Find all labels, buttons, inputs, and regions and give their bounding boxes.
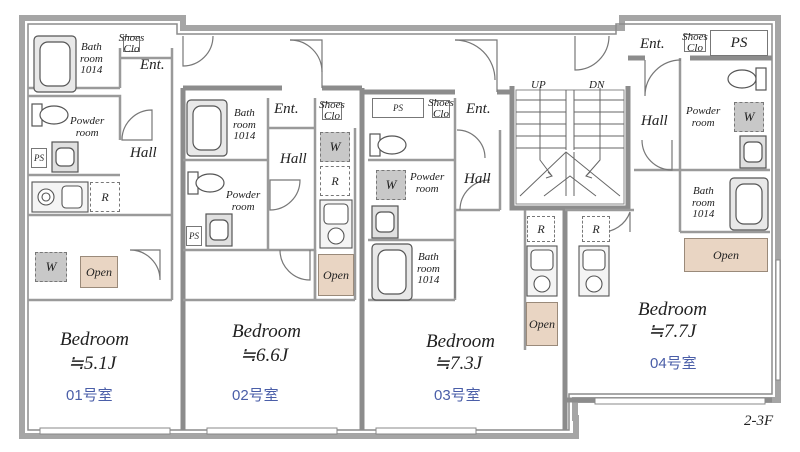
hall-label-03: Hall (464, 171, 491, 187)
stairs-down-label: DN (589, 79, 605, 91)
kitchens (31, 181, 610, 297)
shoes-closet-03: Shoes Clo (428, 98, 454, 120)
powder-room-label-line: room (691, 116, 715, 129)
bathroom-label-line: Bath (418, 251, 439, 263)
pipe-space-03: PS (372, 98, 424, 118)
powder-room-label-line: room (231, 200, 255, 213)
entrance-label-02: Ent. (274, 101, 299, 117)
powder-room-label-line: Powder (226, 189, 261, 201)
fridge-space-01: R (90, 182, 120, 212)
shoes-closet-label: Shoes (319, 99, 345, 111)
bathroom-label-line: room (233, 118, 256, 131)
staircase (515, 88, 625, 205)
bathroom-label-line: room (80, 52, 103, 65)
washer-space-04: W (734, 102, 764, 132)
shoes-closet-label: Clo (123, 43, 140, 55)
fridge-space-03: R (527, 216, 555, 242)
unit-label-02: 02号室 (232, 387, 279, 404)
pipe-space-01: PS (31, 148, 47, 168)
bedroom-label-02: Bedroom (232, 321, 301, 342)
shoes-closet-label: Shoes (118, 32, 145, 44)
bedroom-label-01: Bedroom (60, 329, 129, 350)
powder-room-label-02: Powder room (226, 189, 261, 213)
hall-label-02: Hall (280, 151, 307, 167)
powder-room-label-03: Powder room (410, 171, 445, 195)
open-closet-03: Open (526, 302, 558, 346)
unit-label-03: 03号室 (434, 387, 481, 404)
bedroom-size-02: ≒6.6J (240, 345, 289, 366)
powder-room-label-line: Powder (70, 115, 105, 127)
bathroom-label-line: 1014 (692, 208, 715, 221)
bathroom-label-line: room (692, 196, 715, 209)
floor-label: 2-3F (744, 413, 774, 429)
stairs-up-label: UP (531, 79, 546, 91)
washer-space-01: W (35, 252, 67, 282)
pipe-space-04: PS (710, 30, 768, 56)
open-closet-04: Open (684, 238, 768, 272)
bathtubs (33, 35, 769, 301)
bedroom-label-03: Bedroom (426, 331, 495, 352)
powder-room-label-line: Powder (686, 105, 721, 117)
powder-room-label-line: room (415, 182, 439, 195)
powder-room-label-line: room (75, 126, 99, 139)
bathroom-label-04: Bath room 1014 (692, 185, 715, 221)
bedroom-label-04: Bedroom (638, 299, 707, 320)
fridge-space-04: R (582, 216, 610, 242)
door-swings (121, 35, 682, 298)
bathroom-label-line: 1014 (417, 274, 440, 287)
bathroom-label-line: Bath (81, 41, 102, 53)
sinks (51, 135, 767, 247)
pipe-space-02: PS (186, 226, 202, 246)
shoes-closet-04: Shoes Clo (682, 31, 708, 54)
bathroom-label-line: room (417, 262, 440, 275)
windows (39, 259, 781, 435)
open-closet-02: Open (318, 254, 354, 296)
shoes-closet-label: Shoes (682, 31, 708, 43)
fridge-space-02: R (320, 166, 350, 196)
bathroom-label-line: 1014 (80, 64, 103, 77)
bedroom-size-04: ≒7.7J (648, 321, 697, 342)
toilets (31, 67, 767, 195)
washer-space-02: W (320, 132, 350, 162)
bedroom-size-01: ≒5.1J (68, 353, 117, 374)
bathroom-label-02: Bath room 1014 (233, 107, 256, 143)
washer-space-03: W (376, 170, 406, 200)
bathroom-label-line: Bath (693, 185, 714, 197)
shoes-closet-label: Clo (324, 110, 340, 122)
shoes-closet-label: Clo (433, 108, 449, 120)
open-closet-01: Open (80, 256, 118, 288)
bathroom-label-line: Bath (234, 107, 255, 119)
shoes-closet-02: Shoes Clo (319, 99, 345, 122)
shoes-closet-01: Shoes Clo (119, 33, 145, 55)
exterior-walls (19, 15, 781, 439)
bedroom-size-03: ≒7.3J (434, 353, 483, 374)
entrance-label-03: Ent. (466, 101, 491, 117)
hall-label-01: Hall (130, 145, 157, 161)
powder-room-label-04: Powder room (686, 105, 721, 129)
shoes-closet-label: Shoes (428, 97, 454, 109)
bathroom-label-03: Bath room 1014 (417, 251, 440, 287)
entrance-label-04: Ent. (640, 36, 665, 52)
powder-room-label-01: Powder room (70, 115, 105, 139)
hall-label-04: Hall (641, 113, 668, 129)
powder-room-label-line: Powder (410, 171, 445, 183)
unit-label-01: 01号室 (66, 387, 113, 404)
bathroom-label-line: 1014 (233, 130, 256, 143)
entrance-label-01: Ent. (140, 57, 165, 73)
bathroom-label-01: Bath room 1014 (80, 41, 103, 77)
unit-label-04: 04号室 (650, 355, 697, 372)
shoes-closet-label: Clo (687, 42, 703, 54)
